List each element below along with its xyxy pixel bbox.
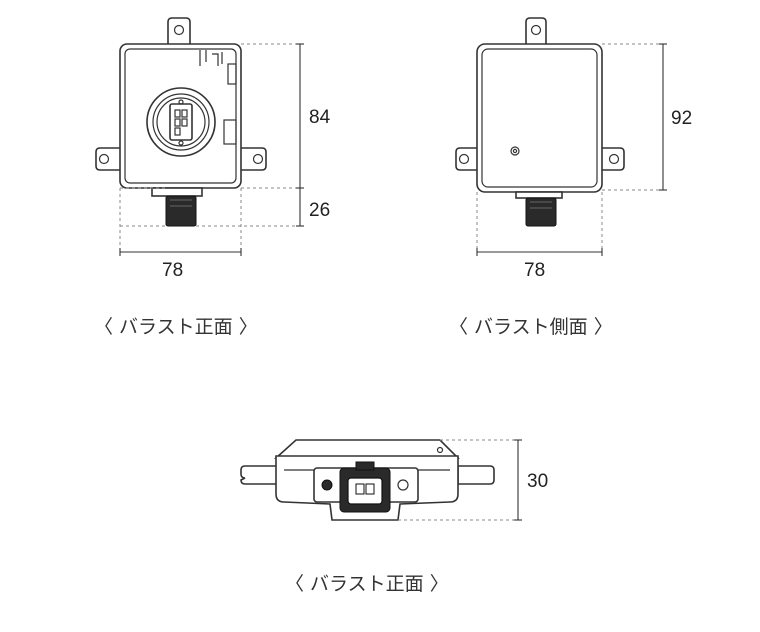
front-top-tab — [167, 17, 191, 47]
front-view: 84 26 78 〈 バラスト正面 〉 — [94, 17, 331, 338]
front-width-label: 78 — [162, 260, 183, 281]
side-right-hole — [608, 153, 620, 165]
front-stub-base — [151, 187, 203, 197]
side-height-label: 92 — [671, 108, 692, 129]
front-top-details — [199, 50, 223, 66]
front-connector-ring-inner2 — [156, 97, 206, 147]
front-pin-5 — [174, 127, 181, 136]
front-body-inner — [124, 48, 237, 184]
bottom-caption: 〈 バラスト正面 〉 — [285, 573, 449, 595]
bottom-height-label: 30 — [527, 471, 548, 492]
side-top-hole — [530, 24, 542, 36]
front-pin-4 — [181, 118, 188, 127]
side-left-hole — [458, 153, 470, 165]
side-vent — [510, 146, 520, 156]
bottom-left-flange — [240, 465, 279, 485]
side-width-label: 78 — [524, 260, 545, 281]
side-top-tab — [525, 17, 547, 47]
side-output-connector — [525, 197, 557, 227]
side-stub-base — [515, 191, 563, 199]
bottom-screw-right — [397, 479, 409, 491]
front-caption: 〈 バラスト正面 〉 — [94, 316, 258, 338]
bottom-screw-left — [321, 479, 333, 491]
side-right-tab — [599, 147, 625, 171]
front-left-hole — [98, 153, 110, 165]
side-body — [476, 43, 603, 193]
front-top-hole — [173, 24, 185, 36]
side-body-inner — [481, 48, 598, 188]
side-vent-inner — [512, 148, 518, 154]
front-side-rib-2 — [223, 119, 237, 145]
front-pin-3 — [174, 118, 181, 127]
front-screw-top — [178, 99, 184, 105]
front-height-lower-label: 26 — [309, 200, 330, 221]
bottom-latch — [355, 461, 375, 471]
bottom-view: 30 〈 バラスト正面 〉 — [240, 439, 548, 595]
front-connector-socket — [169, 103, 193, 141]
bottom-right-flange — [457, 465, 495, 485]
front-right-hole — [252, 153, 264, 165]
front-pin-2 — [181, 109, 188, 118]
side-caption: 〈 バラスト側面 〉 — [449, 316, 613, 338]
front-connector-ring-inner — [152, 93, 210, 151]
bottom-vent — [436, 446, 444, 454]
front-side-rib — [227, 63, 237, 85]
front-screw-bottom — [178, 140, 184, 146]
front-height-upper-label: 84 — [309, 107, 331, 128]
front-output-connector — [165, 195, 197, 227]
side-view: 92 78 〈 バラスト側面 〉 — [449, 17, 692, 338]
front-pin-1 — [174, 109, 181, 118]
bottom-connector-socket — [347, 477, 383, 505]
